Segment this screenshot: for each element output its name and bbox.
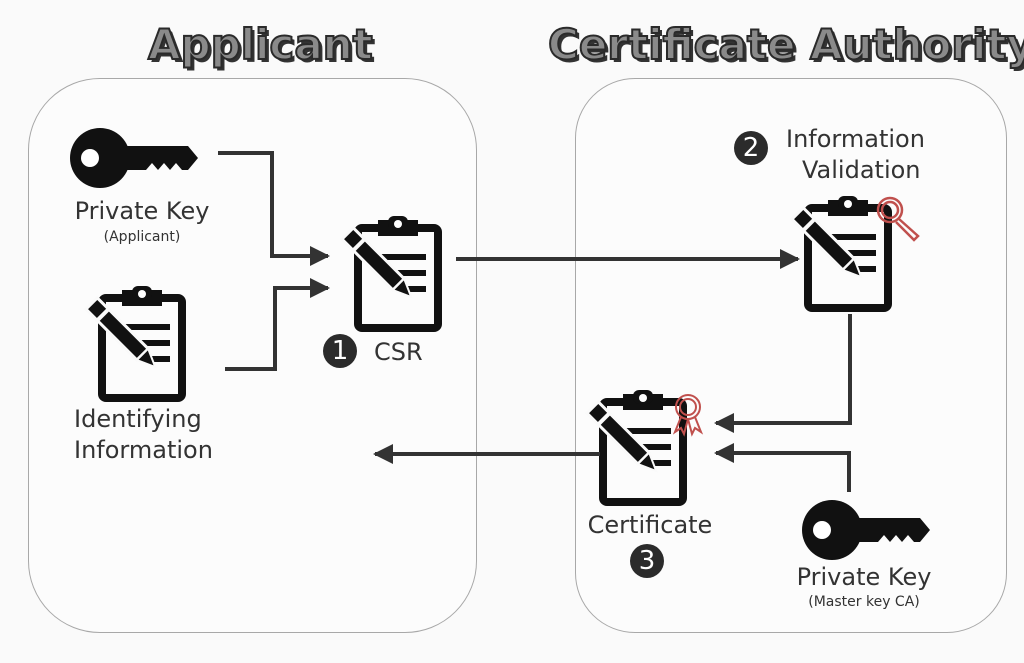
magnifier-icon [876,196,920,242]
applicant-key-label: Private Key [74,197,210,225]
validation-label-line2: Validation [802,156,921,184]
ribbon-seal-icon [672,394,704,437]
step-2-badge: 2 [734,131,768,165]
certificate-clipboard-icon [587,390,683,502]
master-key-icon [802,500,930,560]
certificate-label: Certificate [587,511,713,539]
step-3-badge: 3 [630,544,664,578]
csr-clipboard-icon [342,216,438,328]
csr-label: CSR [374,338,423,366]
master-key-label: Private Key [796,563,932,591]
certificate-authority-panel [575,78,1007,633]
identifying-info-label-line2: Information [74,436,213,464]
info-to-csr-arrow [225,278,330,371]
validation-clipboard-icon [792,196,888,308]
step-1-badge: 1 [323,334,357,368]
identifying-info-clipboard-icon [86,286,182,398]
validation-label-line1: Information [786,125,925,153]
validation-to-certificate-arrow [714,314,852,433]
identifying-info-label-line1: Identifying [74,405,202,433]
applicant-title: Applicant [147,19,374,70]
masterkey-to-certificate-arrow [714,443,851,492]
certificate-authority-title: Certificate Authority [547,19,1024,70]
key-to-csr-arrow [218,151,330,266]
master-key-sublabel: (Master key CA) [808,594,920,610]
applicant-key-sublabel: (Applicant) [103,229,181,245]
applicant-key-icon [70,128,198,188]
